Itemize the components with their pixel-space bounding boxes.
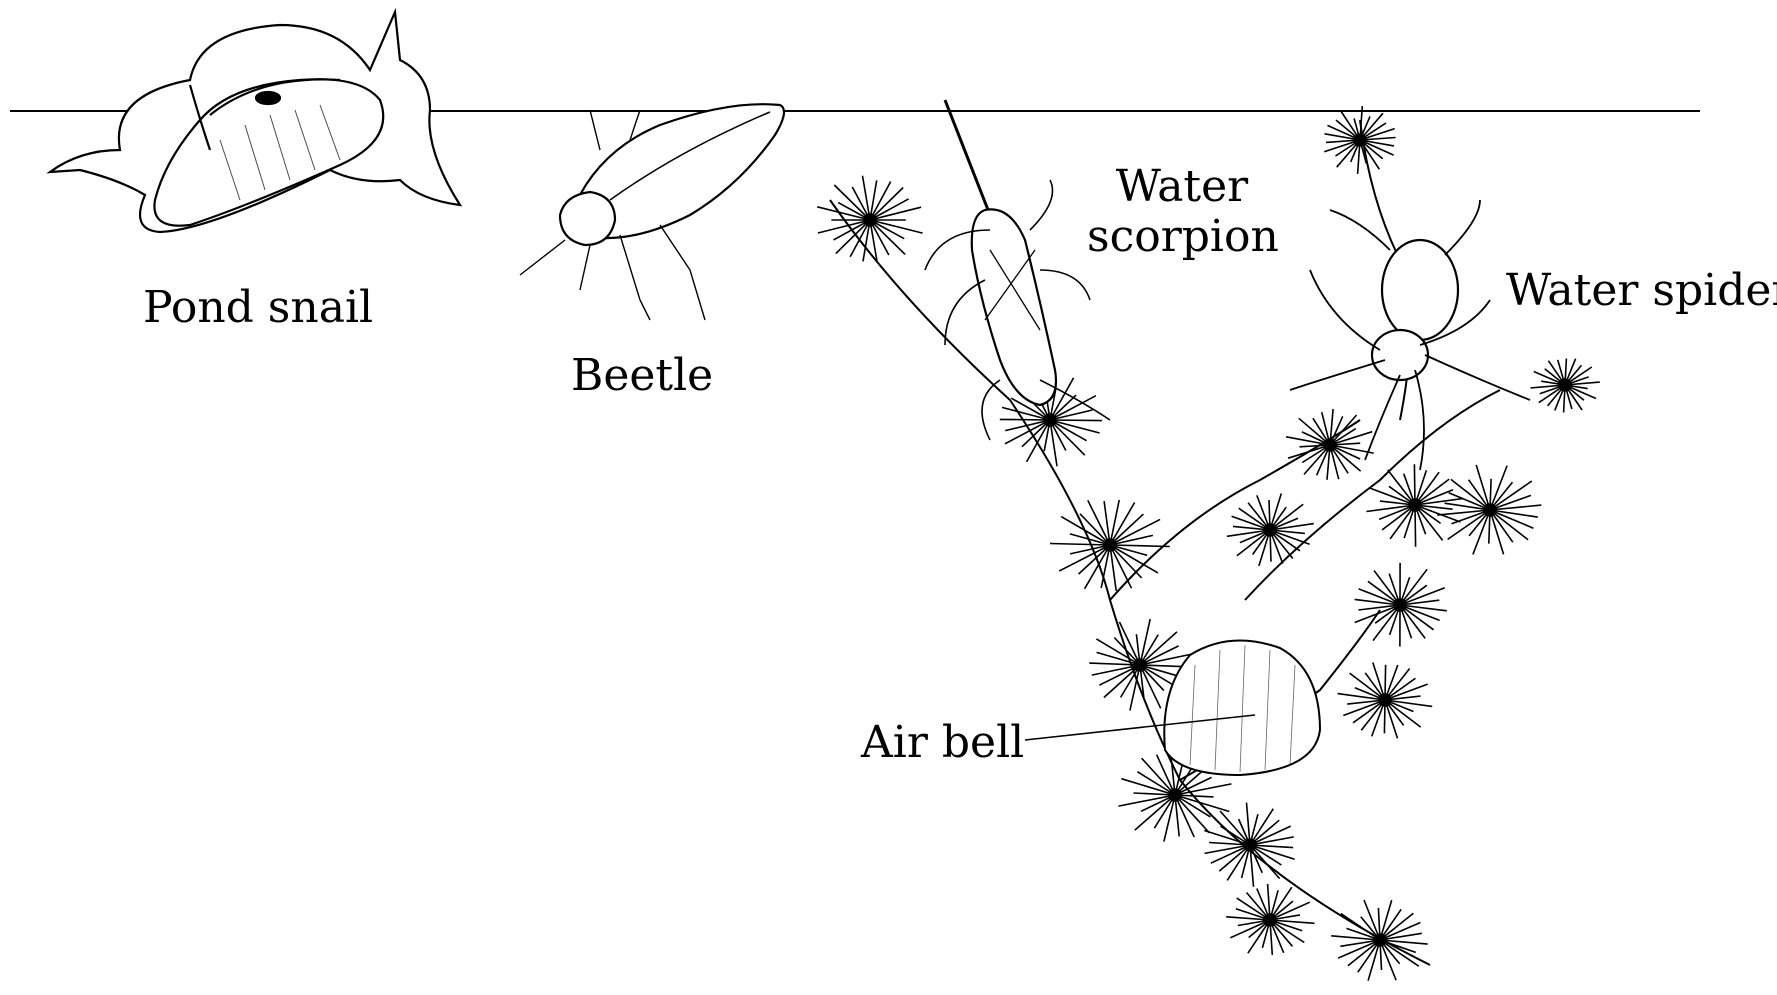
water-scorpion-drawing <box>925 100 1110 440</box>
plant-whorl <box>1437 465 1541 554</box>
water-scorpion-label-line1: Water <box>1102 164 1262 210</box>
plant-whorl <box>1331 900 1428 981</box>
beetle-drawing <box>520 104 784 320</box>
air-bell-drawing <box>1164 640 1320 775</box>
plant-whorl <box>1227 494 1314 566</box>
plant-whorl <box>1324 106 1395 174</box>
beetle-label: Beetle <box>571 353 713 399</box>
pond-snail-drawing <box>50 12 460 232</box>
plant-whorl <box>1366 464 1462 547</box>
plant-whorl <box>817 176 922 263</box>
plant-whorl <box>1226 884 1314 955</box>
plant-whorl <box>1050 500 1170 591</box>
air-bell-label: Air bell <box>861 720 1024 766</box>
plant-whorl <box>1355 563 1447 647</box>
water-spider-label: Water spider <box>1506 268 1777 314</box>
water-scorpion-label-line2: scorpion <box>1087 214 1277 260</box>
plant-whorl <box>1531 359 1600 413</box>
plant-whorl <box>1286 409 1374 480</box>
plant-whorl <box>1338 663 1433 739</box>
pond-snail-label: Pond snail <box>143 285 373 331</box>
